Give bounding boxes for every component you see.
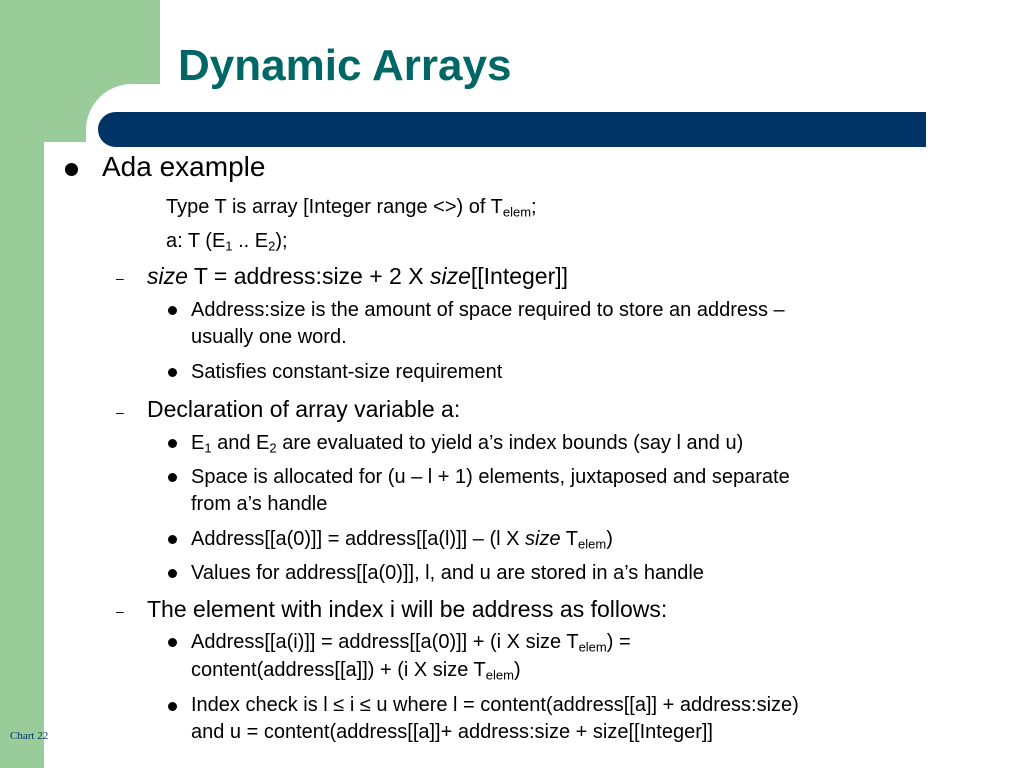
bullet-space-allocated-line2: from a’s handle <box>191 493 328 515</box>
bullet-index-bounds: E1 and E2 are evaluated to yield a’s ind… <box>191 432 744 456</box>
dash-marker: – <box>116 270 124 286</box>
code-line-decl: a: T (E1 .. E2); <box>166 230 288 254</box>
bullet-dot <box>168 638 177 647</box>
bullet-address-ai-line2: content(address[[a]]) + (i X size Telem) <box>191 659 521 683</box>
bullet-dot <box>168 535 177 544</box>
bullet-dot <box>168 569 177 578</box>
bullet-address-size-line1: Address:size is the amount of space requ… <box>191 299 785 321</box>
bullet-dot <box>168 368 177 377</box>
bullet-dot <box>168 439 177 448</box>
subitem-size-formula: size T = address:size + 2 X size[[Intege… <box>147 263 569 289</box>
bullet-values-stored: Values for address[[a(0)]], l, and u are… <box>191 562 704 584</box>
title-underline-bar <box>98 112 926 147</box>
subitem-declaration: Declaration of array variable a: <box>147 396 461 422</box>
dash-marker: – <box>116 603 124 619</box>
slide-footer: Chart 22 <box>10 730 49 742</box>
bullet-index-check-line1: Index check is l ≤ i ≤ u where l = conte… <box>191 694 799 716</box>
bullet-index-check-line2: and u = content(address[[a]]+ address:si… <box>191 721 713 743</box>
bullet-constant-size: Satisfies constant-size requirement <box>191 361 503 383</box>
slide-title: Dynamic Arrays <box>178 41 512 90</box>
bullet-space-allocated-line1: Space is allocated for (u – l + 1) eleme… <box>191 466 790 488</box>
bullet-address-ai-line1: Address[[a(i)]] = address[[a(0)]] + (i X… <box>191 631 631 655</box>
bullet-ada-example: Ada example <box>102 151 266 182</box>
content-panel <box>44 142 1024 768</box>
subitem-element-index: The element with index i will be address… <box>147 596 668 622</box>
bullet-dot <box>168 473 177 482</box>
code-line-type: Type T is array [Integer range <>) of Te… <box>166 196 537 220</box>
bullet-address-a0: Address[[a(0)]] = address[[a(l)]] – (l X… <box>191 528 613 552</box>
bullet-dot <box>65 163 78 176</box>
bullet-dot <box>168 306 177 315</box>
bullet-address-size-line2: usually one word. <box>191 326 347 348</box>
bullet-dot <box>168 702 177 711</box>
dash-marker: – <box>116 404 124 420</box>
